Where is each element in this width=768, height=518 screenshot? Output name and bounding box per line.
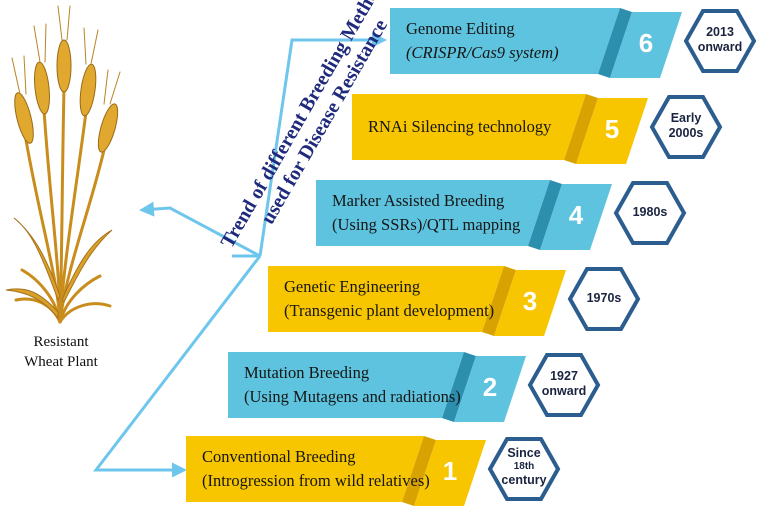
number-tab [454,356,526,422]
method-subtitle: (Transgenic plant development) [284,301,495,320]
method-title: Mutation Breeding [244,363,370,382]
era-hexagon [613,181,687,245]
bracket-connector [92,32,387,478]
method-title: RNAi Silencing technology [368,117,552,136]
method-row-1 [186,436,561,506]
era-hexagon [487,437,561,501]
method-banner [228,352,464,418]
era-ordinal: 18th [513,460,535,472]
method-title: Marker Assisted Breeding [332,191,505,210]
method-subtitle: (Using SSRs)/QTL mapping [332,215,521,234]
number-tab [610,12,682,78]
method-row-4 [316,180,687,250]
banner-fold [402,436,436,506]
era-line1: Since [507,445,541,460]
banner-fold [482,266,516,336]
method-banner [186,436,424,502]
method-number: 3 [522,286,538,316]
era-line2: onward [541,384,587,398]
method-banner [352,94,586,160]
number-tab [576,98,648,164]
method-number: 5 [604,114,620,144]
method-number: 6 [638,28,654,58]
method-label: Conventional Breeding (Introgression from… [202,445,430,493]
number-tab [494,270,566,336]
method-title: Conventional Breeding [202,447,356,466]
era-hexagon [649,95,723,159]
method-label: RNAi Silencing technology [368,115,551,139]
method-row-5 [352,94,723,164]
era-line1: Early [670,111,702,125]
method-number: 2 [482,372,498,402]
method-title: Genome Editing [406,19,515,38]
banner-fold [528,180,562,250]
number-tab [540,184,612,250]
method-label: Genetic Engineering (Transgenic plant dev… [284,275,494,323]
method-number: 4 [568,200,584,230]
banner-fold [442,352,476,422]
method-number: 1 [442,456,458,486]
method-banner [268,266,504,332]
number-tab [414,440,486,506]
era-line2: century [501,472,547,487]
method-label: Mutation Breeding (Using Mutagens and rad… [244,361,461,409]
era-line1: 2013 [706,25,734,39]
era-hexagon [527,353,601,417]
method-row-6 [390,8,757,78]
method-subtitle: (Using Mutagens and radiations) [244,387,461,406]
banner-fold [564,94,598,164]
method-subtitle: (CRISPR/Cas9 system) [406,43,559,62]
era-line1: 1970s [586,290,622,305]
era-label: 1970s [572,291,636,306]
method-banner [390,8,620,74]
plant-label: Resistant Wheat Plant [24,334,98,370]
method-label: Marker Assisted Breeding (Using SSRs)/QTL… [332,189,520,237]
era-line2: 2000s [668,126,704,140]
method-label: Genome Editing (CRISPR/Cas9 system) [406,17,559,65]
era-line1: 1927 [550,369,578,383]
method-row-3 [268,266,641,336]
wheat-plant-illustration [5,5,121,324]
era-hexagon [567,267,641,331]
era-line1: 1980s [632,204,668,219]
method-subtitle: (Introgression from wild relatives) [202,471,430,490]
method-banner [316,180,550,246]
era-label: 1980s [618,205,682,220]
era-hexagon [683,9,757,73]
banner-fold [598,8,632,78]
method-title: Genetic Engineering [284,277,421,296]
method-row-2 [228,352,601,422]
era-line2: onward [697,40,743,54]
